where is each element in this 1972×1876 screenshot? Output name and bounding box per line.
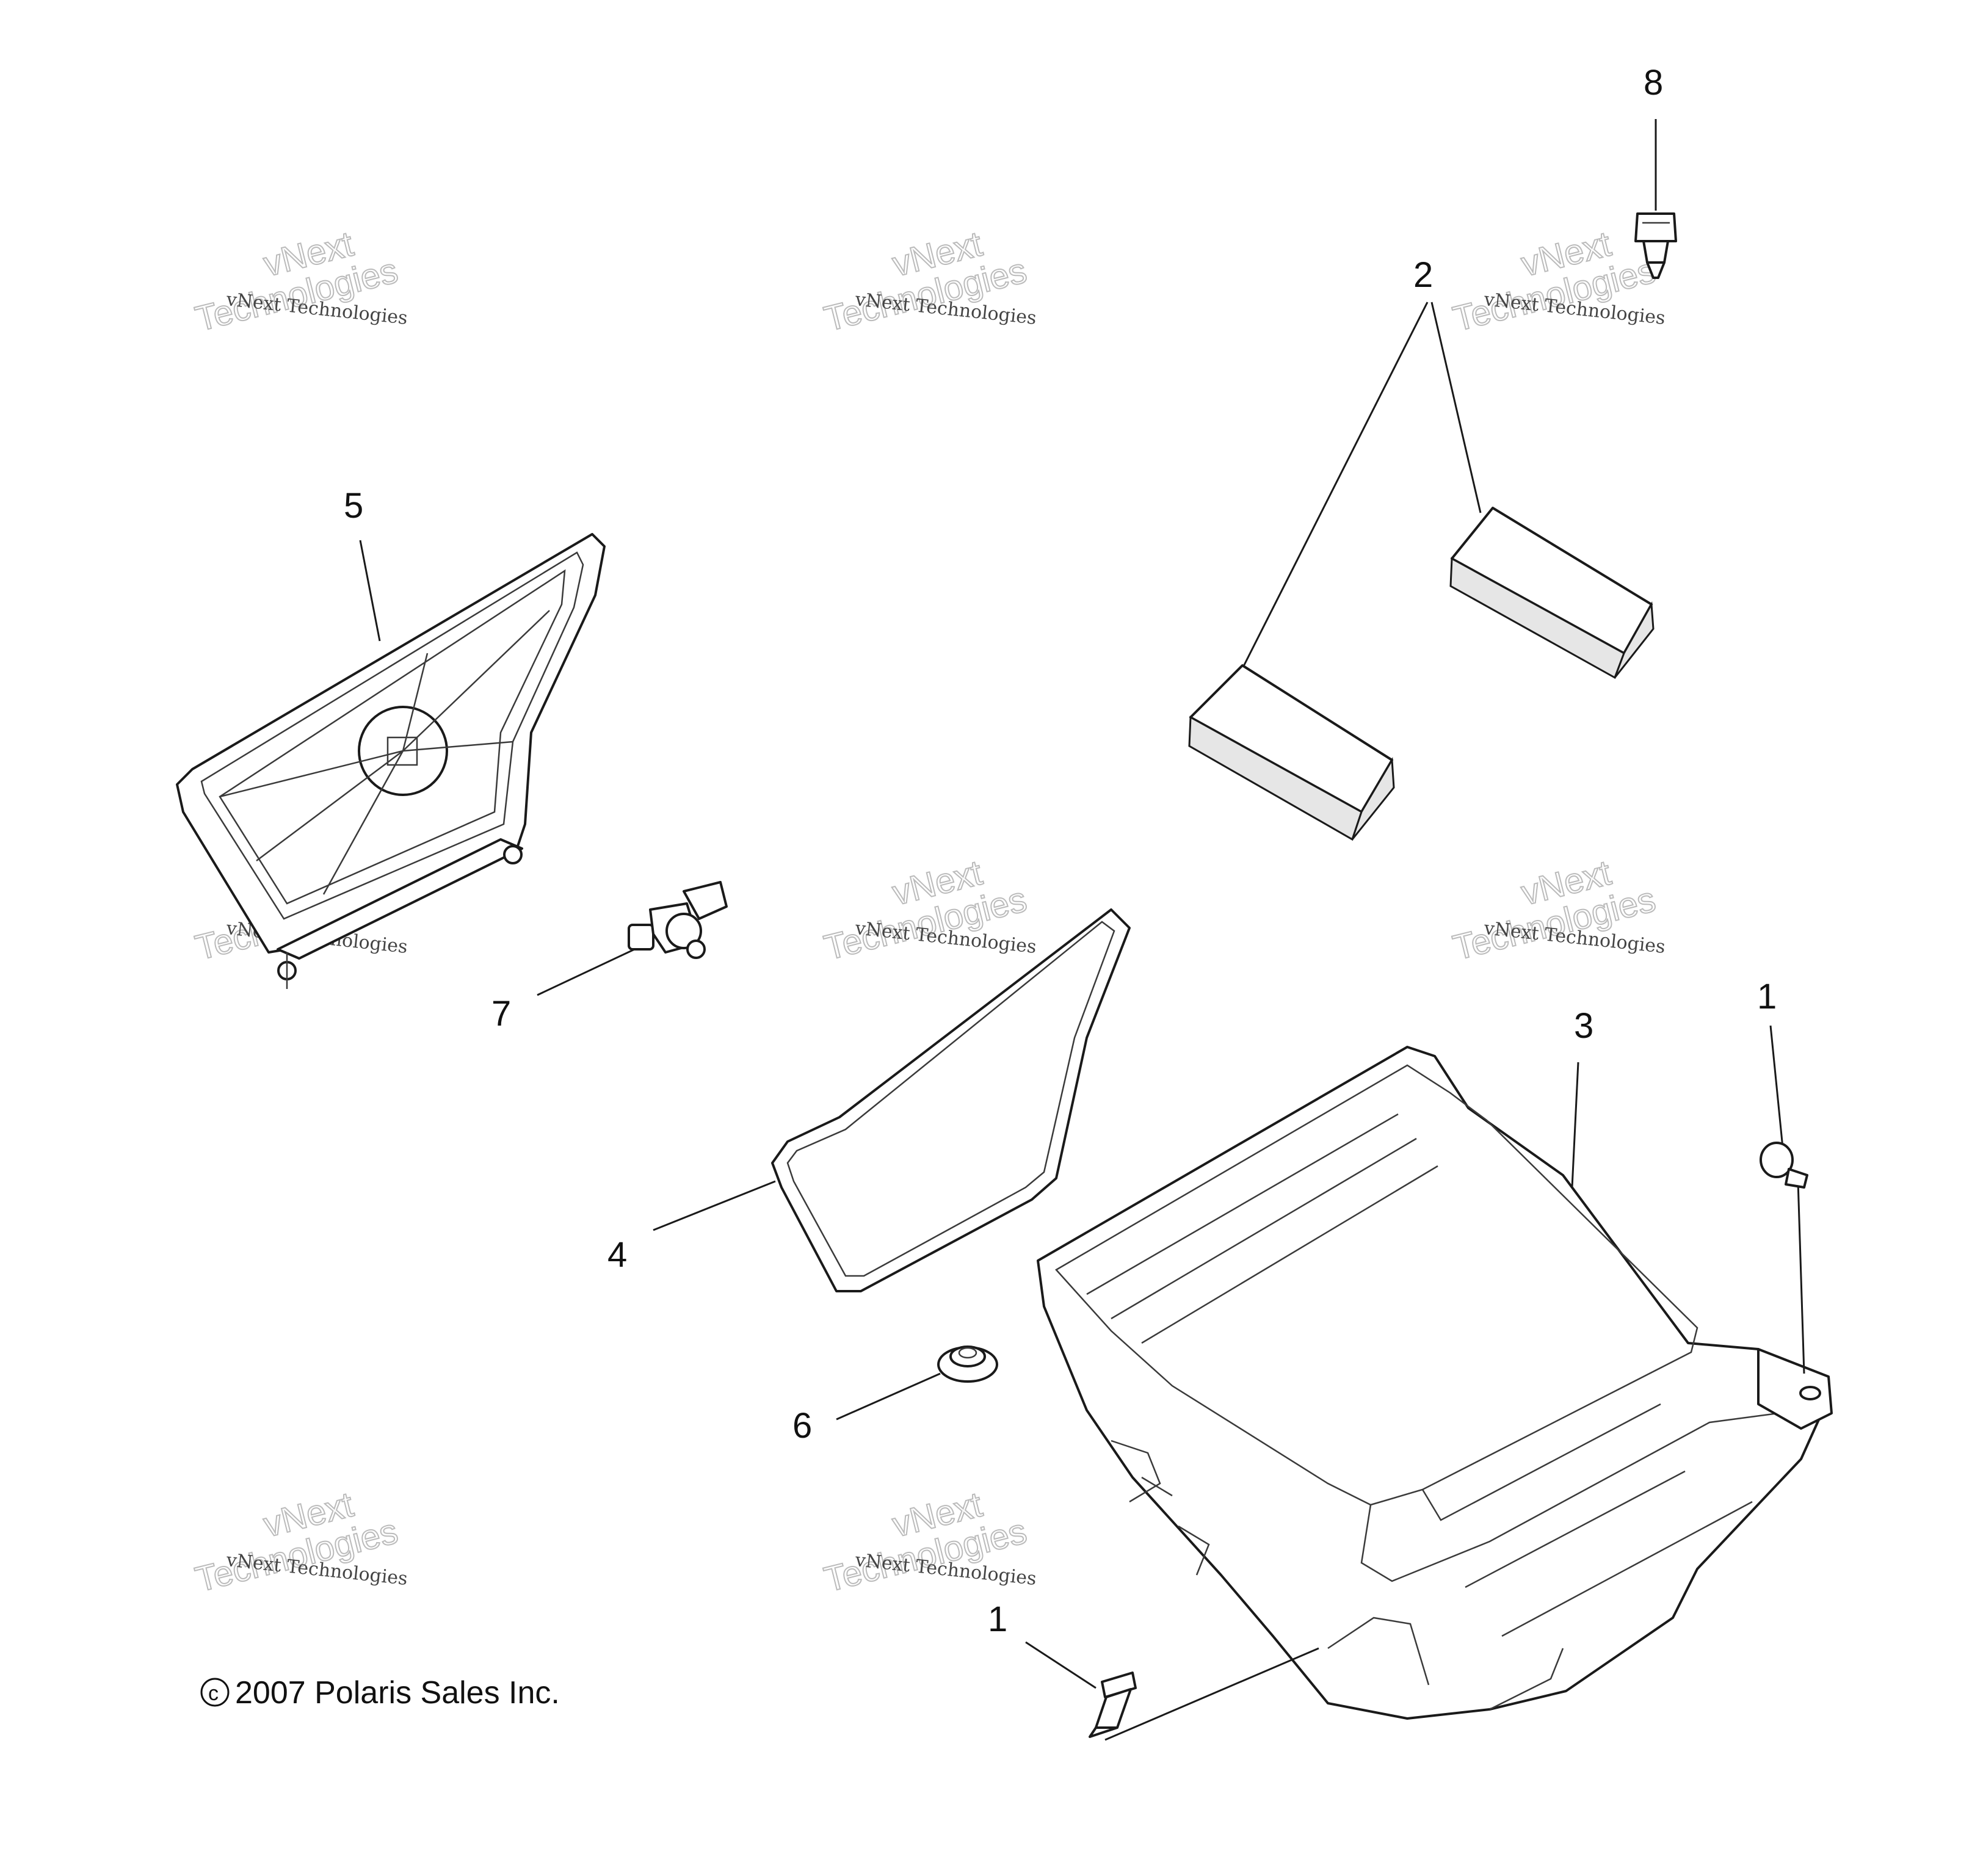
callout-7: 7 <box>491 994 511 1034</box>
part-1-rivet-right <box>1760 1025 1808 1374</box>
callout-4: 4 <box>607 1235 627 1275</box>
part-3-box <box>1037 1046 1833 1720</box>
part-7-latch <box>537 881 728 996</box>
copyright-text: 2007 Polaris Sales Inc. <box>235 1675 560 1711</box>
copyright-circle <box>200 1678 230 1707</box>
copyright-notice: c 2007 Polaris Sales Inc. <box>200 1675 560 1711</box>
copyright-symbol: c <box>208 1682 219 1705</box>
callout-2: 2 <box>1413 255 1433 295</box>
callout-3: 3 <box>1574 1006 1593 1046</box>
callout-8: 8 <box>1644 63 1663 103</box>
part-4-seal <box>653 908 1131 1292</box>
callout-1-bottom: 1 <box>988 1599 1007 1639</box>
part-6-grommet <box>836 1345 998 1421</box>
callout-5: 5 <box>344 486 363 526</box>
part-1-rivet-bottom <box>1025 1641 1319 1741</box>
callout-6: 6 <box>792 1406 812 1446</box>
callout-1-right: 1 <box>1757 977 1777 1016</box>
part-8-bolt <box>1634 119 1677 279</box>
part-2-pads <box>1188 302 1655 841</box>
part-5-lid <box>176 533 606 989</box>
